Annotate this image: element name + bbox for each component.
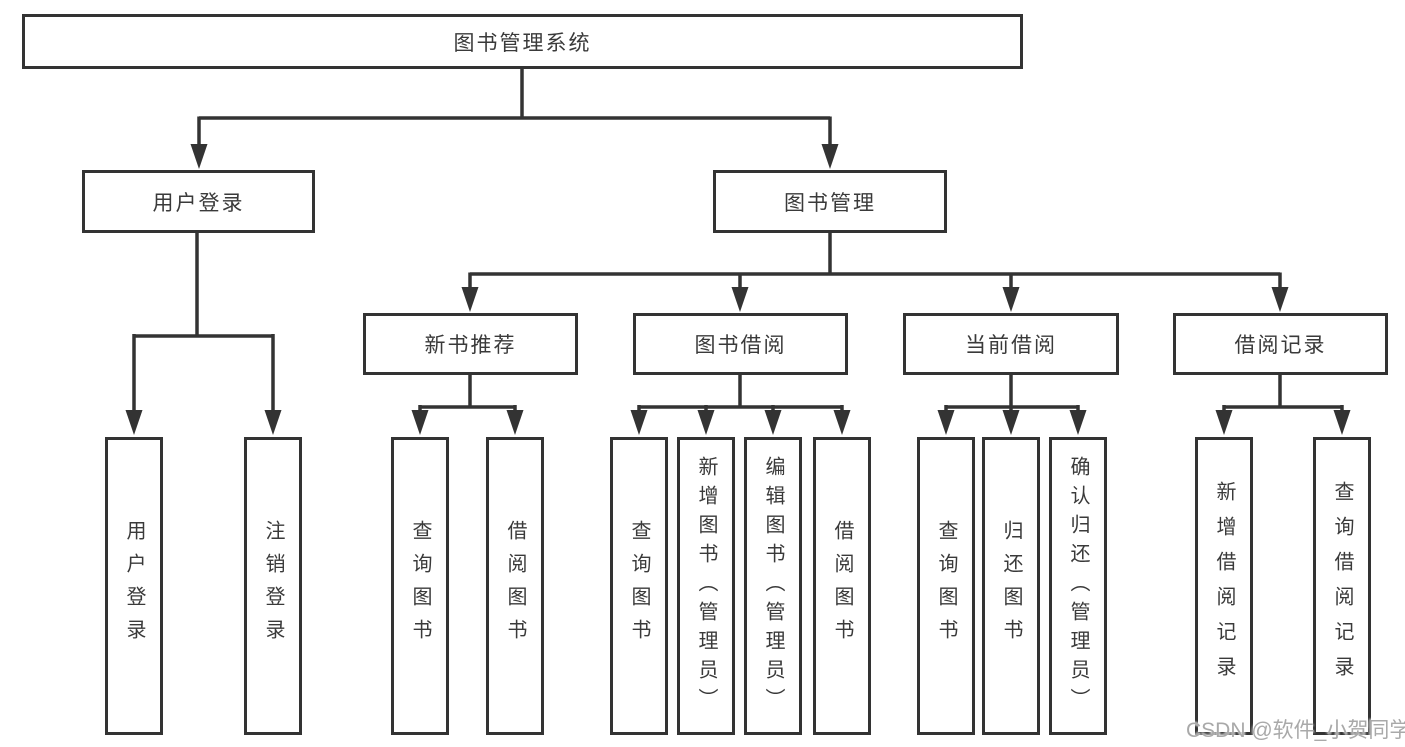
node-library-management-system: 图书管理系统 <box>22 14 1023 69</box>
leaf-label: 确认归还（管理员） <box>1067 455 1089 717</box>
leaf-label: 借阅图书 <box>504 520 526 652</box>
node-label: 用户登录 <box>152 191 245 215</box>
leaf-user-login: 用户登录 <box>105 437 163 735</box>
leaf-add-borrow-record: 新增借阅记录 <box>1195 437 1253 735</box>
node-book-management: 图书管理 <box>713 170 947 233</box>
leaf-label: 新增图书（管理员） <box>695 455 717 717</box>
node-borrowing-records: 借阅记录 <box>1173 313 1388 375</box>
node-new-book-recommendation: 新书推荐 <box>363 313 578 375</box>
leaf-confirm-return-admin: 确认归还（管理员） <box>1049 437 1107 735</box>
leaf-query-books-recommend: 查询图书 <box>391 437 449 735</box>
leaf-label: 注销登录 <box>262 520 284 652</box>
leaf-borrow-books-recommend: 借阅图书 <box>486 437 544 735</box>
leaf-label: 编辑图书（管理员） <box>762 455 784 717</box>
leaf-label: 查询图书 <box>628 520 650 652</box>
node-book-borrowing: 图书借阅 <box>633 313 848 375</box>
leaf-label: 查询图书 <box>935 520 957 652</box>
leaf-add-book-admin: 新增图书（管理员） <box>677 437 735 735</box>
leaf-logout: 注销登录 <box>244 437 302 735</box>
node-label: 图书管理 <box>784 191 876 215</box>
node-label: 图书管理系统 <box>453 31 592 55</box>
node-label: 借阅记录 <box>1234 334 1327 357</box>
node-user-login: 用户登录 <box>82 170 315 233</box>
leaf-label: 归还图书 <box>1000 520 1022 652</box>
node-current-borrowing: 当前借阅 <box>903 313 1119 375</box>
leaf-label: 新增借阅记录 <box>1213 481 1235 691</box>
leaf-borrow-books-borrowing: 借阅图书 <box>813 437 871 735</box>
leaf-return-book: 归还图书 <box>982 437 1040 735</box>
arrowheads <box>125 144 1351 435</box>
leaf-label: 借阅图书 <box>831 520 853 652</box>
leaf-query-borrow-record: 查询借阅记录 <box>1313 437 1371 735</box>
connector-paths <box>132 69 1344 412</box>
node-label: 新书推荐 <box>424 334 517 357</box>
csdn-watermark: CSDN @软件_小贺同学 <box>1186 719 1405 742</box>
leaf-label: 查询借阅记录 <box>1331 481 1353 691</box>
leaf-query-books-current: 查询图书 <box>917 437 975 735</box>
node-label: 当前借阅 <box>965 334 1057 357</box>
leaf-label: 用户登录 <box>123 520 145 652</box>
node-label: 图书借阅 <box>694 334 787 357</box>
leaf-label: 查询图书 <box>409 520 431 652</box>
leaf-query-books-borrowing: 查询图书 <box>610 437 668 735</box>
leaf-edit-book-admin: 编辑图书（管理员） <box>744 437 802 735</box>
